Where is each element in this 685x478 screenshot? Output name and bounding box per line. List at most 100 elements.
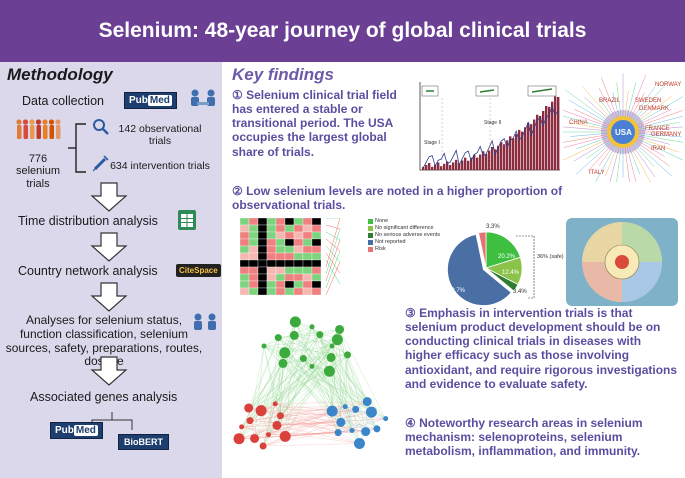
pie-legend-swatch [368,247,373,252]
denmark-label: DENMARK [639,106,669,112]
heatmap-cell [293,287,304,296]
timeline-bar [551,101,554,170]
gene-node [233,433,245,445]
pubmed-logo-med: Med [147,95,172,106]
flow-arrow-2 [90,232,128,262]
gene-node [335,324,345,334]
heatmap-cell [257,280,268,289]
heatmap-cell [293,266,304,275]
stage1-label: Stage I [424,140,440,146]
heatmap-cell [240,280,250,289]
iran-label: IRAN [651,146,665,152]
heatmap-cell [257,259,268,268]
flow-arrow-4 [90,356,128,386]
heatmap-cell [311,273,322,282]
timeline-bar [557,97,560,170]
pie-legend-label: Risk [375,246,386,252]
gene-edge [263,345,348,356]
gene-edge [262,403,276,447]
heatmap-cell [248,266,259,275]
person-icon [55,119,61,125]
timeline-bar [506,140,509,170]
gene-edge [248,337,279,409]
heatmap-cell [302,266,313,275]
heatmap-cell [302,252,313,261]
gene-edge [238,337,279,439]
pie-legend-item: None [368,218,440,225]
heatmap-cell [275,280,286,289]
gene-edge [248,326,313,409]
gene-edge [241,334,320,427]
gene-edge [280,339,338,416]
heatmap-cell [248,218,259,226]
heatmap-link [325,224,341,230]
timeline-bar [443,163,446,170]
heatmap-cell [248,259,259,268]
person-icon-body [23,125,28,139]
timeline-bar [422,167,425,170]
gene-node [309,363,315,369]
gene-node [255,405,267,417]
trials-label: selenium trials [15,165,61,190]
timeline-bar [554,96,557,170]
pie-slice-not-reported [447,233,512,306]
trials-count: 776 [28,153,48,165]
gene-node [279,430,291,442]
gene-edge [249,329,340,421]
heatmap-cell [293,280,304,289]
person-icon-body [56,125,61,139]
pie-legend-item: Not reported [368,239,440,246]
heatmap-cell [293,259,304,268]
observational-trials: 142 observational trials [118,123,202,148]
gene-edge [330,357,356,410]
gene-node [244,403,254,413]
gene-node [274,334,282,342]
gene-edge [261,334,320,411]
gene-node [279,347,291,359]
timeline-bar [521,131,524,170]
gene-edge [275,401,368,404]
gene-node [316,331,324,339]
syringe-icon [92,155,109,172]
heatmap-cell [240,273,250,282]
gene-edge [331,345,368,402]
person-icon-body [43,125,48,139]
heatmap-cell [311,245,322,254]
gene-edge [338,418,386,433]
gene-edge [285,321,296,437]
stage2-label: Stage II [484,120,501,126]
not-reported-pct: 60.7% [448,288,466,294]
timeline-bar [446,161,449,170]
heatmap-cell [257,224,268,233]
gene-edge [345,406,360,444]
pie-legend-swatch [368,233,373,238]
heatmap-cell [293,273,304,282]
heatmap-link [325,228,341,275]
gene-node [261,343,267,349]
gene-edge [276,425,360,444]
timeline-bar [431,166,434,170]
heatmap-cell [248,252,259,261]
heatmap-cell [302,280,313,289]
gene-edge [282,363,378,430]
heatmap-cell [302,218,313,226]
heatmap-cell [266,280,277,289]
split-bracket [68,123,86,173]
finding-4: ④ Noteworthy research areas in selenium … [405,416,643,459]
gene-node [278,358,288,368]
gene-node [334,429,342,437]
gene-node [276,412,284,420]
timeline-bar [482,151,485,170]
heatmap-cell [293,252,304,261]
gene-edge [332,411,366,432]
heatmap-link [325,231,341,241]
heatmap-cell [311,231,322,240]
heatmap-cell [275,252,286,261]
gene-edge [332,339,338,412]
heatmap-cell [266,273,277,282]
pie-legend-item: Risk [368,246,440,253]
heatmap-cell [284,280,295,289]
gene-edge [319,334,372,413]
gene-edge [282,334,320,364]
